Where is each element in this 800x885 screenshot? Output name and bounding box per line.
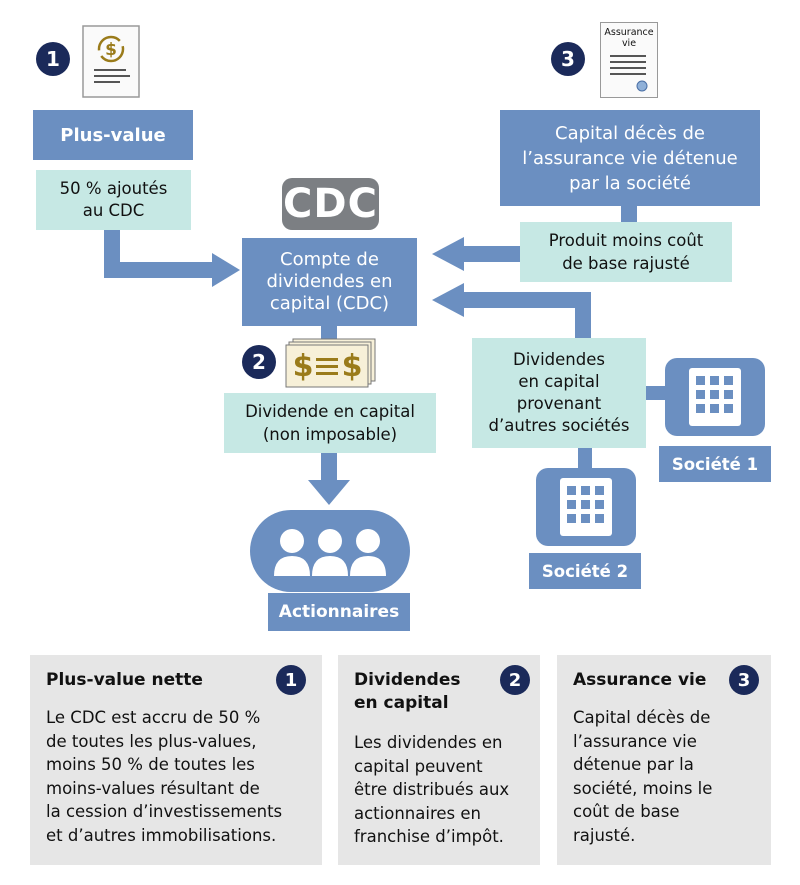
panel-3-text: Capital décès de l’assurance vie détenue… — [573, 708, 713, 845]
panel-3-title: Assurance vie — [573, 670, 707, 690]
company-2-building-icon — [536, 468, 636, 546]
societe-2-box: Société 2 — [529, 553, 641, 589]
panel-1-text: Le CDC est accru de 50 % de toutes les p… — [46, 708, 283, 845]
shareholders-icon — [250, 510, 410, 592]
cdc-title-text: CDC — [283, 181, 378, 227]
life-document-title: Assurance vie — [604, 27, 654, 49]
life-insurance-document-icon: Assurance vie — [600, 22, 658, 98]
company-1-building-icon — [665, 358, 765, 436]
cdc-box: Compte de dividendes en capital (CDC) — [242, 238, 417, 326]
panel-1-badge: 1 — [276, 665, 306, 695]
panel-2-title: Dividendes en capital — [354, 670, 461, 713]
plus-value-label: Plus-value — [60, 124, 166, 146]
plus-value-box: Plus-value — [33, 110, 193, 160]
panel-3-badge: 3 — [729, 665, 759, 695]
dividende-capital-box: Dividende en capital (non imposable) — [224, 393, 436, 453]
actionnaires-label: Actionnaires — [278, 602, 400, 622]
panel-1-title: Plus-value nette — [46, 670, 203, 690]
capital-deces-box: Capital décès de l’assurance vie détenue… — [500, 110, 760, 206]
panel-assurance-vie: 3 Assurance vie Capital décès de l’assur… — [557, 655, 771, 865]
fifty-percent-label: 50 % ajoutés au CDC — [59, 179, 168, 220]
dividende-capital-label: Dividende en capital (non imposable) — [245, 402, 415, 444]
produit-label: Produit moins coût de base rajusté — [548, 231, 704, 273]
capital-deces-label: Capital décès de l’assurance vie détenue… — [522, 122, 738, 194]
panel-2-text: Les dividendes en capital peuvent être d… — [354, 733, 510, 846]
step-3-badge: 3 — [551, 42, 585, 76]
step-1-badge: 1 — [36, 42, 70, 76]
dollar-document-icon: $ — [82, 25, 140, 98]
societe-1-box: Société 1 — [659, 446, 771, 482]
panel-dividendes-capital: 2 Dividendes en capital Les dividendes e… — [338, 655, 540, 865]
actionnaires-box: Actionnaires — [268, 593, 410, 631]
svg-text:$: $ — [342, 349, 363, 384]
cdc-box-label: Compte de dividendes en capital (CDC) — [266, 249, 393, 314]
produit-box: Produit moins coût de base rajusté — [520, 222, 732, 282]
dividendes-autres-label: Dividendes en capital provenant d’autres… — [488, 350, 630, 435]
societe-2-label: Société 2 — [541, 561, 629, 581]
panel-2-badge: 2 — [500, 665, 530, 695]
step-2-badge: 2 — [242, 345, 276, 379]
cdc-title-badge: CDC — [282, 178, 379, 230]
dividendes-autres-box: Dividendes en capital provenant d’autres… — [472, 338, 646, 448]
fifty-percent-box: 50 % ajoutés au CDC — [36, 170, 191, 230]
societe-1-label: Société 1 — [671, 454, 759, 474]
dollar-bills-icon: $ $ — [285, 338, 376, 388]
panel-plus-value-nette: 1 Plus-value nette Le CDC est accru de 5… — [30, 655, 322, 865]
svg-text:$: $ — [293, 349, 314, 384]
svg-text:$: $ — [105, 40, 117, 60]
